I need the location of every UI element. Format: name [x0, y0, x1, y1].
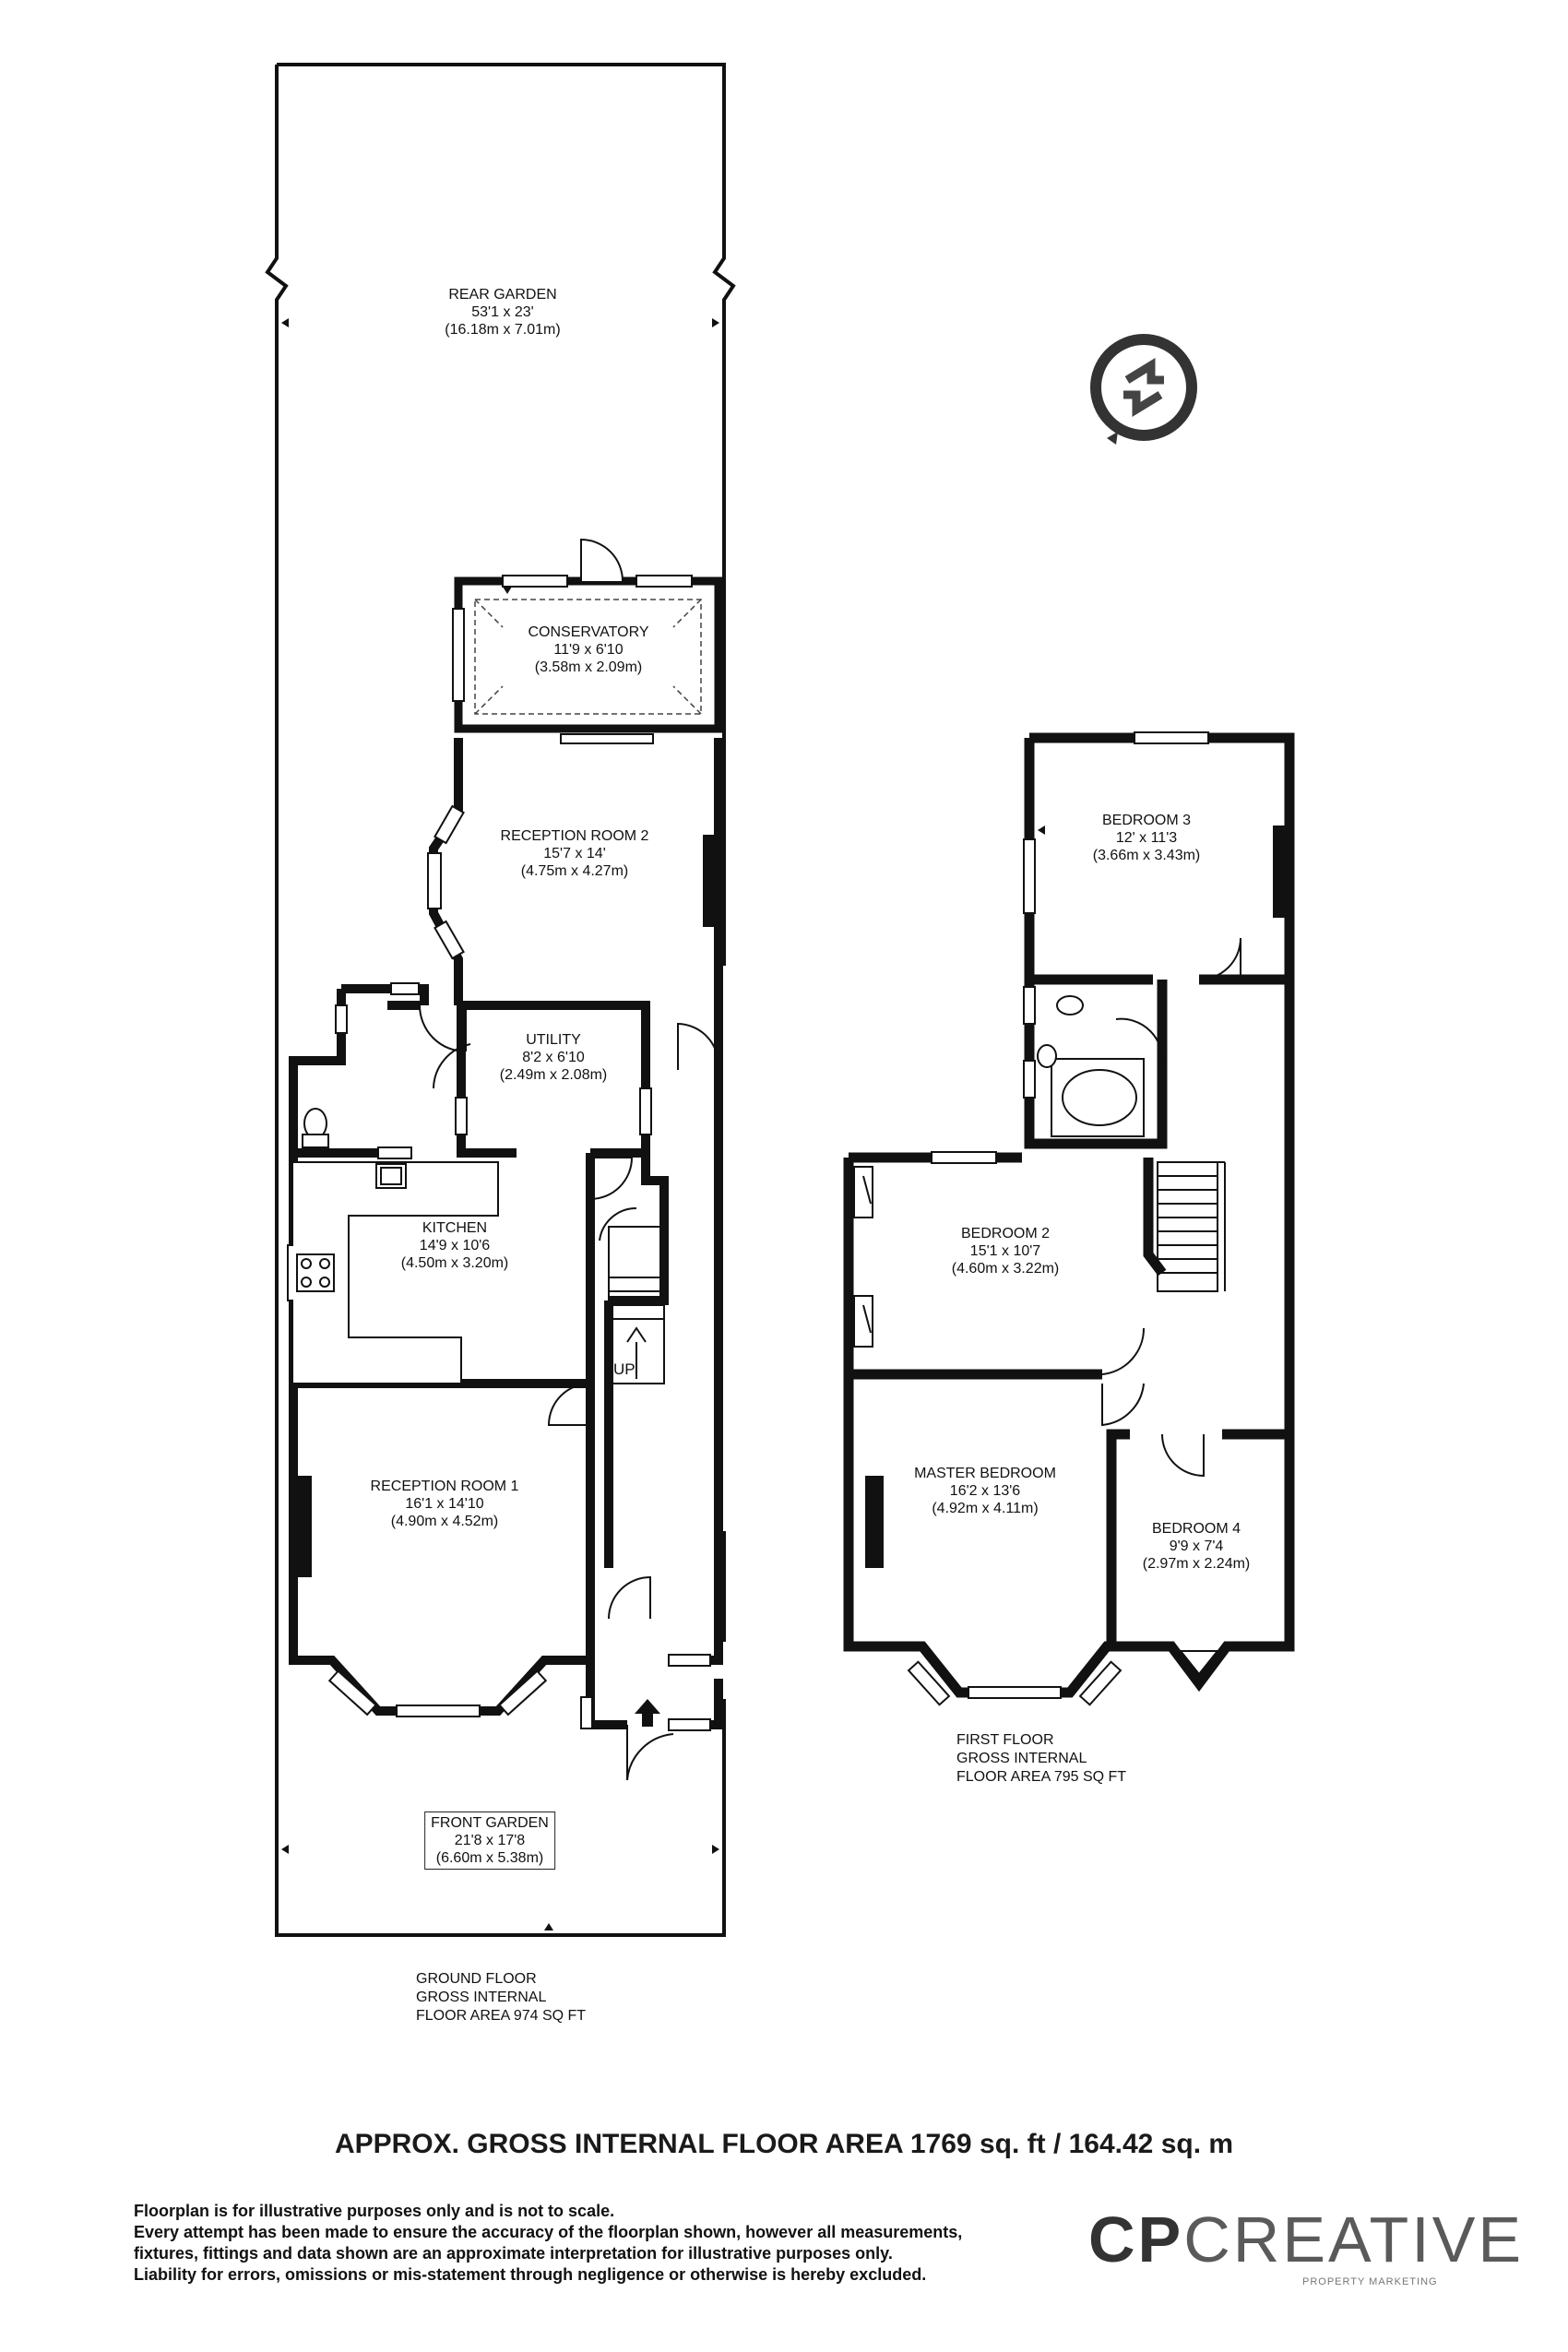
- room-size-imperial: 15'7 x 14': [543, 846, 606, 861]
- room-label-rear-garden: REAR GARDEN 53'1 x 23' (16.18m x 7.01m): [445, 286, 560, 339]
- first-floor-summary: FIRST FLOOR GROSS INTERNAL FLOOR AREA 79…: [956, 1731, 1126, 1787]
- room-label-reception-room-2: RECEPTION ROOM 2 15'7 x 14' (4.75m x 4.2…: [501, 827, 649, 880]
- room-size-metric: (3.66m x 3.43m): [1092, 848, 1201, 863]
- room-size-imperial: 16'1 x 14'10: [405, 1496, 484, 1512]
- room-label-front-garden: FRONT GARDEN 21'8 x 17'8 (6.60m x 5.38m): [424, 1812, 555, 1870]
- room-name: BEDROOM 4: [1151, 1521, 1241, 1537]
- room-size-metric: (4.50m x 3.20m): [400, 1255, 509, 1271]
- company-logo: CPCREATIVE: [1088, 2206, 1524, 2273]
- summary-line: GROSS INTERNAL: [956, 1751, 1087, 1766]
- logo-part1: CP: [1088, 2204, 1184, 2275]
- room-size-metric: (2.49m x 2.08m): [499, 1067, 608, 1083]
- room-size-imperial: 53'1 x 23': [471, 304, 534, 320]
- room-name: RECEPTION ROOM 1: [370, 1479, 519, 1494]
- disclaimer: Floorplan is for illustrative purposes o…: [134, 2201, 1056, 2286]
- room-name: FRONT GARDEN: [431, 1815, 549, 1831]
- room-size-imperial: 8'2 x 6'10: [522, 1050, 585, 1065]
- room-size-metric: (2.97m x 2.24m): [1142, 1556, 1251, 1572]
- disclaimer-line: Every attempt has been made to ensure th…: [134, 2223, 963, 2241]
- dimension-ticks: [281, 318, 1045, 1930]
- room-size-metric: (4.75m x 4.27m): [520, 863, 629, 879]
- room-label-bedroom-3: BEDROOM 3 12' x 11'3 (3.66m x 3.43m): [1093, 812, 1200, 864]
- first-floor-doors: [1101, 937, 1241, 1478]
- logo-part2: CREATIVE: [1183, 2204, 1525, 2275]
- room-label-bedroom-2: BEDROOM 2 15'1 x 10'7 (4.60m x 3.22m): [952, 1225, 1059, 1277]
- ground-floor-windows: [287, 804, 711, 1731]
- first-floor-walls: [843, 732, 1295, 1698]
- compass-icon: [1090, 334, 1197, 445]
- room-size-metric: (4.60m x 3.22m): [951, 1261, 1060, 1277]
- ground-stairs: [608, 1226, 665, 1384]
- disclaimer-line: Floorplan is for illustrative purposes o…: [134, 2202, 615, 2220]
- room-size-imperial: 15'1 x 10'7: [969, 1243, 1041, 1259]
- room-size-imperial: 21'8 x 17'8: [454, 1833, 526, 1848]
- first-floor-fixtures: [853, 995, 1226, 1348]
- room-name: KITCHEN: [422, 1220, 488, 1236]
- room-label-utility: UTILITY 8'2 x 6'10 (2.49m x 2.08m): [500, 1031, 607, 1084]
- room-name: REAR GARDEN: [448, 287, 557, 303]
- room-size-imperial: 14'9 x 10'6: [419, 1238, 491, 1253]
- summary-line: GROSS INTERNAL: [416, 1990, 547, 2005]
- room-size-imperial: 9'9 x 7'4: [1169, 1538, 1224, 1554]
- room-size-imperial: 12' x 11'3: [1115, 830, 1178, 846]
- room-name: UTILITY: [526, 1032, 581, 1048]
- conservatory: [452, 538, 723, 744]
- logo-tagline: PROPERTY MARKETING: [1302, 2276, 1438, 2287]
- summary-line: GROUND FLOOR: [416, 1971, 537, 1987]
- room-size-metric: (6.60m x 5.38m): [435, 1850, 544, 1866]
- disclaimer-line: fixtures, fittings and data shown are an…: [134, 2244, 893, 2263]
- summary-line: FLOOR AREA 974 SQ FT: [416, 2008, 587, 2024]
- room-size-imperial: 16'2 x 13'6: [949, 1483, 1021, 1499]
- room-name: BEDROOM 2: [960, 1226, 1051, 1241]
- ground-floor-doors: [419, 1004, 719, 1781]
- room-size-metric: (3.58m x 2.09m): [534, 659, 643, 675]
- disclaimer-line: Liability for errors, omissions or mis-s…: [134, 2265, 927, 2284]
- total-floor-area: APPROX. GROSS INTERNAL FLOOR AREA 1769 s…: [334, 2129, 1234, 2159]
- room-name: BEDROOM 3: [1101, 813, 1192, 828]
- entrance-arrow: [635, 1699, 660, 1727]
- room-size-imperial: 11'9 x 6'10: [553, 642, 624, 658]
- chimney-breasts: [293, 826, 1289, 1577]
- room-label-kitchen: KITCHEN 14'9 x 10'6 (4.50m x 3.20m): [401, 1219, 508, 1272]
- room-name: MASTER BEDROOM: [914, 1466, 1056, 1481]
- plot-boundary: [265, 63, 736, 1937]
- stairs-up-label: UP: [613, 1360, 636, 1378]
- room-label-conservatory: CONSERVATORY 11'9 x 6'10 (3.58m x 2.09m): [529, 624, 649, 676]
- room-name: CONSERVATORY: [528, 624, 649, 640]
- room-name: RECEPTION ROOM 2: [500, 828, 649, 844]
- room-label-bedroom-4: BEDROOM 4 9'9 x 7'4 (2.97m x 2.24m): [1143, 1520, 1250, 1573]
- summary-line: FIRST FLOOR: [956, 1732, 1054, 1748]
- room-label-reception-room-1: RECEPTION ROOM 1 16'1 x 14'10 (4.90m x 4…: [371, 1478, 519, 1530]
- room-label-master-bedroom: MASTER BEDROOM 16'2 x 13'6 (4.92m x 4.11…: [914, 1465, 1056, 1517]
- room-size-metric: (4.92m x 4.11m): [932, 1501, 1039, 1516]
- room-size-metric: (16.18m x 7.01m): [445, 322, 561, 338]
- room-size-metric: (4.90m x 4.52m): [390, 1514, 499, 1529]
- first-floor-windows: [907, 731, 1220, 1706]
- ground-floor-fixtures: [293, 1108, 665, 1384]
- ground-floor-summary: GROUND FLOOR GROSS INTERNAL FLOOR AREA 9…: [416, 1970, 586, 2025]
- summary-line: FLOOR AREA 795 SQ FT: [956, 1769, 1127, 1785]
